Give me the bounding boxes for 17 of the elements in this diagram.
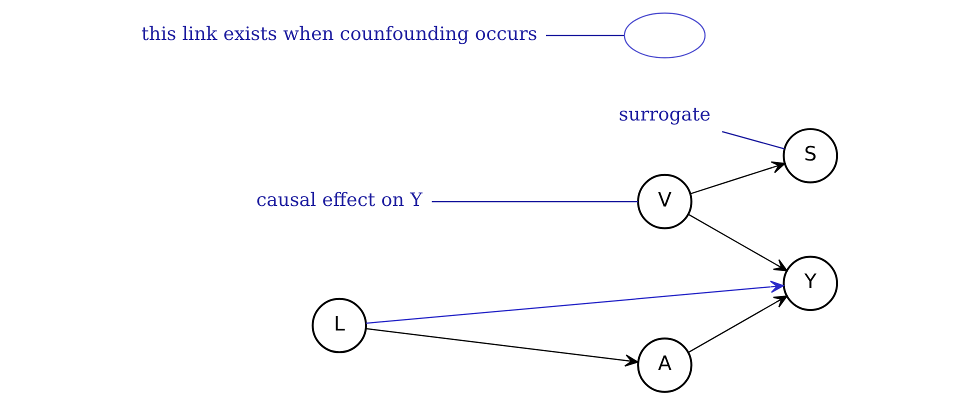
node-text: surrogate bbox=[618, 104, 710, 126]
arrow bbox=[688, 295, 788, 353]
node-circle: V bbox=[636, 174, 692, 230]
arrow bbox=[365, 328, 638, 367]
arrow bbox=[690, 161, 785, 194]
node-circle: S bbox=[782, 128, 838, 184]
node-ellipse bbox=[623, 12, 706, 58]
node-circle: Y bbox=[782, 256, 838, 312]
arrow bbox=[688, 214, 788, 272]
node-circle: A bbox=[636, 338, 692, 393]
connector bbox=[431, 200, 638, 202]
connector bbox=[722, 131, 784, 150]
connector bbox=[546, 34, 624, 36]
node-text: causal effect on Y bbox=[256, 190, 422, 211]
arrow bbox=[366, 280, 784, 324]
node-text: this link exists when counfounding occurs bbox=[140, 24, 537, 45]
node-circle: L bbox=[311, 298, 366, 354]
